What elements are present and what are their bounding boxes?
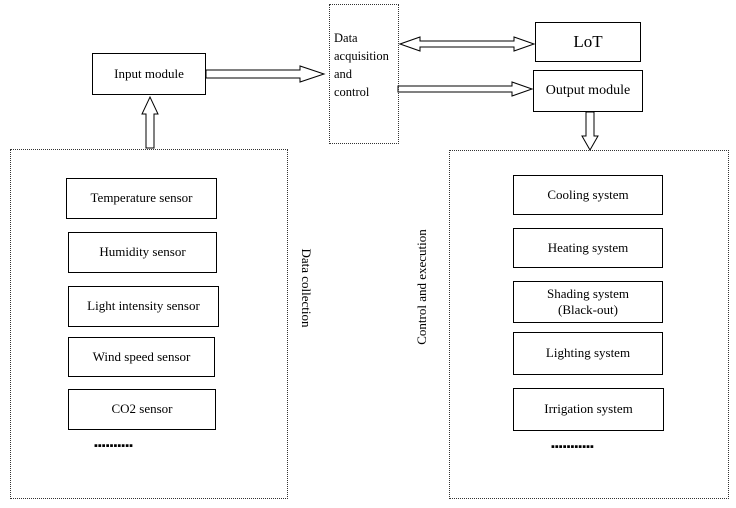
- data-collection-label: Data collection: [299, 248, 314, 328]
- data-collection-group: [10, 149, 288, 499]
- lot-box: LoT: [535, 22, 641, 62]
- lot-label: LoT: [573, 32, 603, 52]
- sensor-co2-label: CO2 sensor: [111, 401, 173, 417]
- system-cooling: Cooling system: [513, 175, 663, 215]
- control-execution-label: Control and execution: [414, 229, 429, 345]
- system-irrigation: Irrigation system: [513, 388, 664, 431]
- system-shading-label: Shading system (Black-out): [547, 285, 629, 317]
- system-cooling-label: Cooling system: [547, 186, 629, 202]
- sensor-temperature: Temperature sensor: [66, 178, 217, 219]
- output-module-box: Output module: [533, 70, 643, 112]
- sensor-light-intensity-label: Light intensity sensor: [87, 298, 200, 314]
- sensor-temperature-label: Temperature sensor: [90, 190, 193, 206]
- system-heating: Heating system: [513, 228, 663, 268]
- sensor-light-intensity: Light intensity sensor: [68, 286, 219, 327]
- sensor-co2: CO2 sensor: [68, 389, 216, 430]
- system-ellipsis: ▪▪▪▪▪▪▪▪▪▪▪: [551, 441, 594, 453]
- data-acquisition-box: Data acquisition and control: [329, 4, 399, 144]
- system-shading: Shading system (Black-out): [513, 281, 663, 323]
- arrow-input-to-daq: [205, 65, 326, 83]
- sensor-wind-speed-label: Wind speed sensor: [92, 348, 191, 364]
- output-module-label: Output module: [545, 83, 631, 99]
- system-heating-label: Heating system: [547, 239, 629, 255]
- system-irrigation-label: Irrigation system: [544, 401, 633, 417]
- arrow-daq-to-output: [397, 81, 534, 97]
- sensor-ellipsis: ▪▪▪▪▪▪▪▪▪▪: [94, 440, 133, 452]
- input-module-label: Input module: [114, 65, 184, 81]
- data-acquisition-label: Data acquisition and control: [334, 31, 389, 99]
- system-lighting: Lighting system: [513, 332, 663, 375]
- sensor-humidity: Humidity sensor: [68, 232, 217, 273]
- system-lighting-label: Lighting system: [545, 345, 631, 361]
- control-execution-group: [449, 150, 729, 499]
- arrow-daq-lot: [398, 36, 536, 52]
- arrow-collection-to-input: [141, 95, 159, 149]
- input-module-box: Input module: [92, 53, 206, 95]
- arrow-output-to-execution: [581, 111, 599, 152]
- sensor-wind-speed: Wind speed sensor: [68, 337, 215, 377]
- sensor-humidity-label: Humidity sensor: [99, 244, 186, 260]
